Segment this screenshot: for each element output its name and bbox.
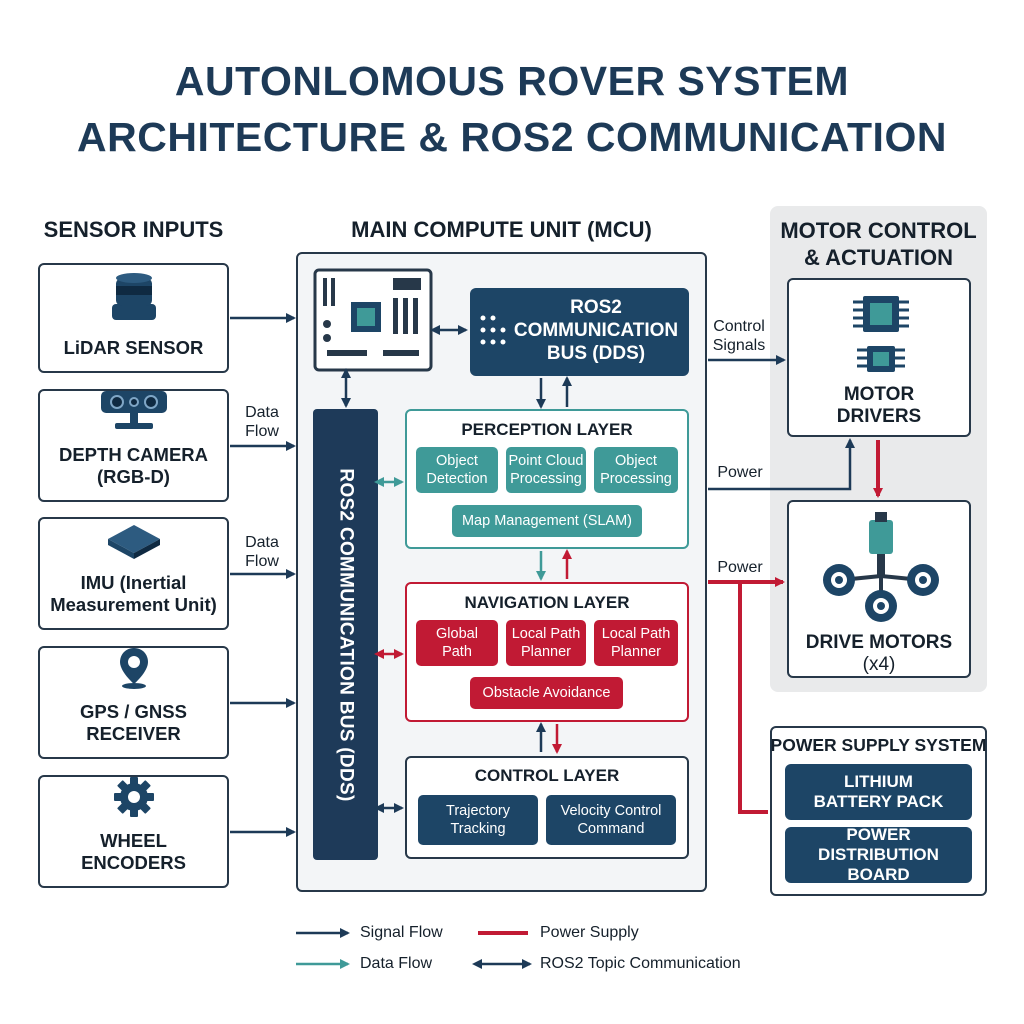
drive-motors-box[interactable]: DRIVE MOTORS (x4) [787,500,971,678]
motor-control-heading: MOTOR CONTROL & ACTUATION [770,217,987,271]
velocity-control-line2: Command [577,821,645,837]
legend-signal-flow: Signal Flow [360,924,443,941]
object-detection-line1: Object [436,453,478,469]
sensor-gps-line1: GPS / GNSS [80,701,187,722]
lidar-icon [106,266,162,331]
data-flow-label-2: Data Flow [245,534,279,570]
legend-ros2-topic: ROS2 Topic Communication [540,955,741,972]
distribution-line2: BOARD [847,865,910,884]
ros2-bus-top: ROS2 COMMUNICATION BUS (DDS) [470,288,689,376]
sensor-wheel-encoders[interactable]: WHEEL ENCODERS [38,775,229,888]
motor-heading-line2: & ACTUATION [803,245,954,270]
map-management-module[interactable]: Map Management (SLAM) [452,505,642,537]
local-path-1-line2: Planner [521,644,571,660]
drive-motors-icon [819,510,943,633]
motor-heading-line1: MOTOR CONTROL [780,218,977,243]
mcu-heading: MAIN COMPUTE UNIT (MCU) [351,217,652,242]
obstacle-avoidance-module[interactable]: Obstacle Avoidance [470,677,623,709]
object-detection-line2: Detection [426,471,488,487]
location-pin-icon [114,644,154,695]
point-cloud-line1: Point Cloud [508,453,584,469]
local-path-2-line1: Local Path [601,626,671,642]
global-path-line1: Global [436,626,478,642]
point-cloud-line2: Processing [510,471,582,487]
distribution-line1: POWER DISTRIBUTION [818,825,939,864]
drive-motors-line2: (x4) [862,654,896,675]
velocity-control-line1: Velocity Control [560,803,662,819]
sensor-depth-camera[interactable]: DEPTH CAMERA (RGB-D) [38,389,229,502]
global-path-line2: Path [442,644,472,660]
sensor-lidar[interactable]: LiDAR SENSOR [38,263,229,373]
ros2-bus-top-line3: BUS (DDS) [546,343,646,364]
control-signals-label: Control Signals [712,318,766,354]
power-label-2: Power [717,559,763,576]
power-label-1: Power [717,464,763,481]
trajectory-tracking-line1: Trajectory [446,803,510,819]
local-path-1-line1: Local Path [511,626,581,642]
sensor-imu[interactable]: IMU (Inertial Measurement Unit) [38,517,229,630]
sensor-gps-line2: RECEIVER [86,723,181,744]
trajectory-tracking-line2: Tracking [450,821,506,837]
imu-chip-icon [104,521,164,566]
sensor-imu-line2: Measurement Unit) [50,594,217,615]
control-layer-title: CONTROL LAYER [474,766,620,785]
legend-data-flow: Data Flow [360,955,433,972]
gear-icon [112,775,156,824]
perception-layer-title: PERCEPTION LAYER [461,420,633,439]
sensor-wheel-encoders-line1: WHEEL [100,830,167,851]
page-title-line2: ARCHITECTURE & ROS2 COMMUNICATION [77,114,947,160]
depth-camera-icon [97,387,171,438]
motor-drivers-line1: MOTOR [843,384,915,405]
motor-driver-chip-icon [851,292,911,383]
motor-drivers-box[interactable]: MOTOR DRIVERS [787,278,971,437]
sensor-gps[interactable]: GPS / GNSS RECEIVER [38,646,229,759]
ros2-bus-top-line1: ROS2 [570,297,622,318]
ros2-bus-vertical [313,409,378,860]
bus-dots-icon [479,312,507,353]
sensor-depth-camera-line1: DEPTH CAMERA [58,444,209,465]
sensor-imu-line1: IMU (Inertial [80,572,187,593]
battery-line2: BATTERY PACK [813,792,944,811]
page-title-line1: AUTONLOMOUS ROVER SYSTEM [174,58,850,104]
motor-drivers-line2: DRIVERS [836,406,922,427]
data-flow-label-1: Data Flow [245,404,279,440]
sensor-lidar-label: LiDAR SENSOR [63,337,204,358]
object-processing-line1: Object [615,453,657,469]
sensor-inputs-heading: SENSOR INPUTS [43,217,224,242]
sensor-wheel-encoders-line2: ENCODERS [81,852,186,873]
local-path-2-line2: Planner [611,644,661,660]
battery-line1: LITHIUM [844,772,913,791]
motherboard-icon [313,268,433,372]
ros2-bus-top-line2: COMMUNICATION [513,320,679,341]
power-supply-title: POWER SUPPLY SYSTEM [770,735,987,755]
drive-motors-line1: DRIVE MOTORS [805,632,953,653]
sensor-depth-camera-line2: (RGB-D) [97,466,170,487]
object-processing-line2: Processing [600,471,672,487]
navigation-layer-title: NAVIGATION LAYER [464,593,630,612]
legend-power-supply: Power Supply [540,924,639,941]
